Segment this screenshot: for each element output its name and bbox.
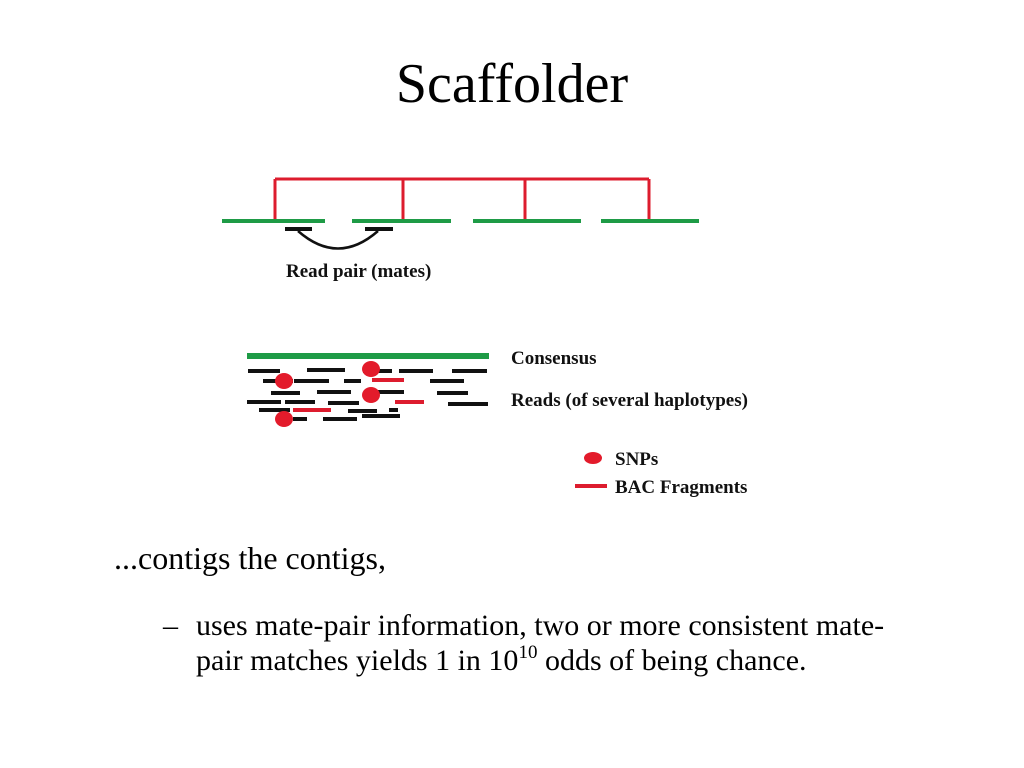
sub-bullet-mate-pair: – uses mate-pair information, two or mor… [163, 608, 923, 678]
mate-arc [297, 230, 379, 250]
sub-bullet-text-before: uses mate-pair information, two or more … [196, 609, 885, 677]
snp-dot [275, 411, 293, 427]
read-pair [285, 227, 393, 250]
legend-snp-label: SNPs [615, 449, 658, 470]
sub-bullet-text: uses mate-pair information, two or more … [196, 608, 923, 678]
sub-bullet-dash: – [163, 609, 178, 642]
sub-bullet-text-after: odds of being chance. [537, 644, 807, 677]
bac-fragment-bracket [273, 177, 651, 221]
snp-dot [275, 373, 293, 389]
snp-dot [362, 387, 380, 403]
snps [275, 361, 380, 427]
reads-alt-haplotype [293, 378, 424, 412]
slide-title: Scaffolder [395, 53, 629, 115]
legend: SNPs BAC Fragments [575, 449, 747, 498]
read-pair-label: Read pair (mates) [286, 261, 431, 282]
snp-dot [362, 361, 380, 377]
exponent: 10 [518, 642, 538, 663]
reads-label: Reads (of several haplotypes) [511, 390, 748, 411]
consensus-label: Consensus [511, 348, 597, 369]
legend-snp-swatch [584, 452, 602, 464]
legend-bac-label: BAC Fragments [615, 477, 747, 498]
bullet-contigs: ...contigs the contigs, [114, 540, 386, 576]
